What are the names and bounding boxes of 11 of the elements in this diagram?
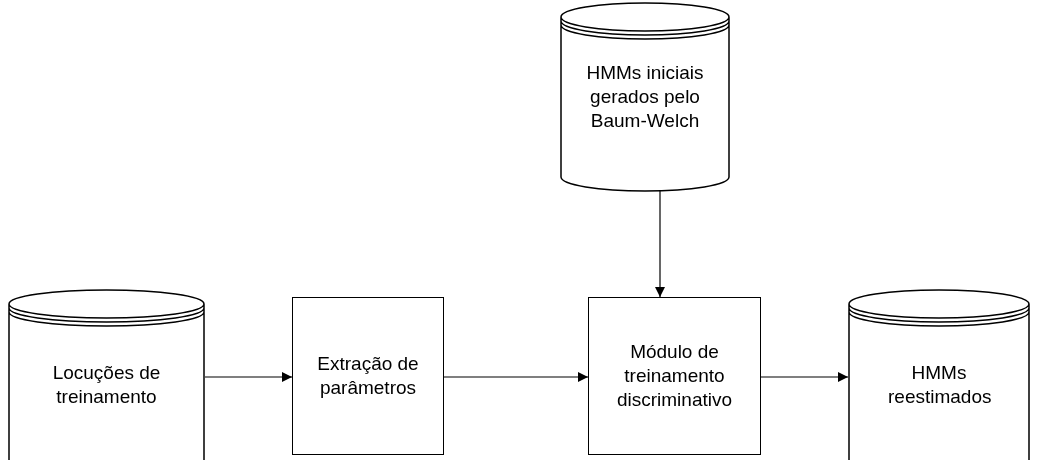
node-label: Módulo de treinamento discriminativo <box>615 340 734 412</box>
node-label: Locuções de treinamento <box>51 361 162 409</box>
node-label: Extração de parâmetros <box>316 352 420 400</box>
process-box <box>588 297 761 455</box>
arrow <box>655 190 665 298</box>
node-label: HMMs iniciais gerados pelo Baum-Welch <box>585 61 705 133</box>
process-box <box>292 297 444 455</box>
node-label: HMMs reestimados <box>887 361 993 409</box>
arrow <box>760 372 849 382</box>
arrow <box>204 372 293 382</box>
arrow <box>443 372 589 382</box>
